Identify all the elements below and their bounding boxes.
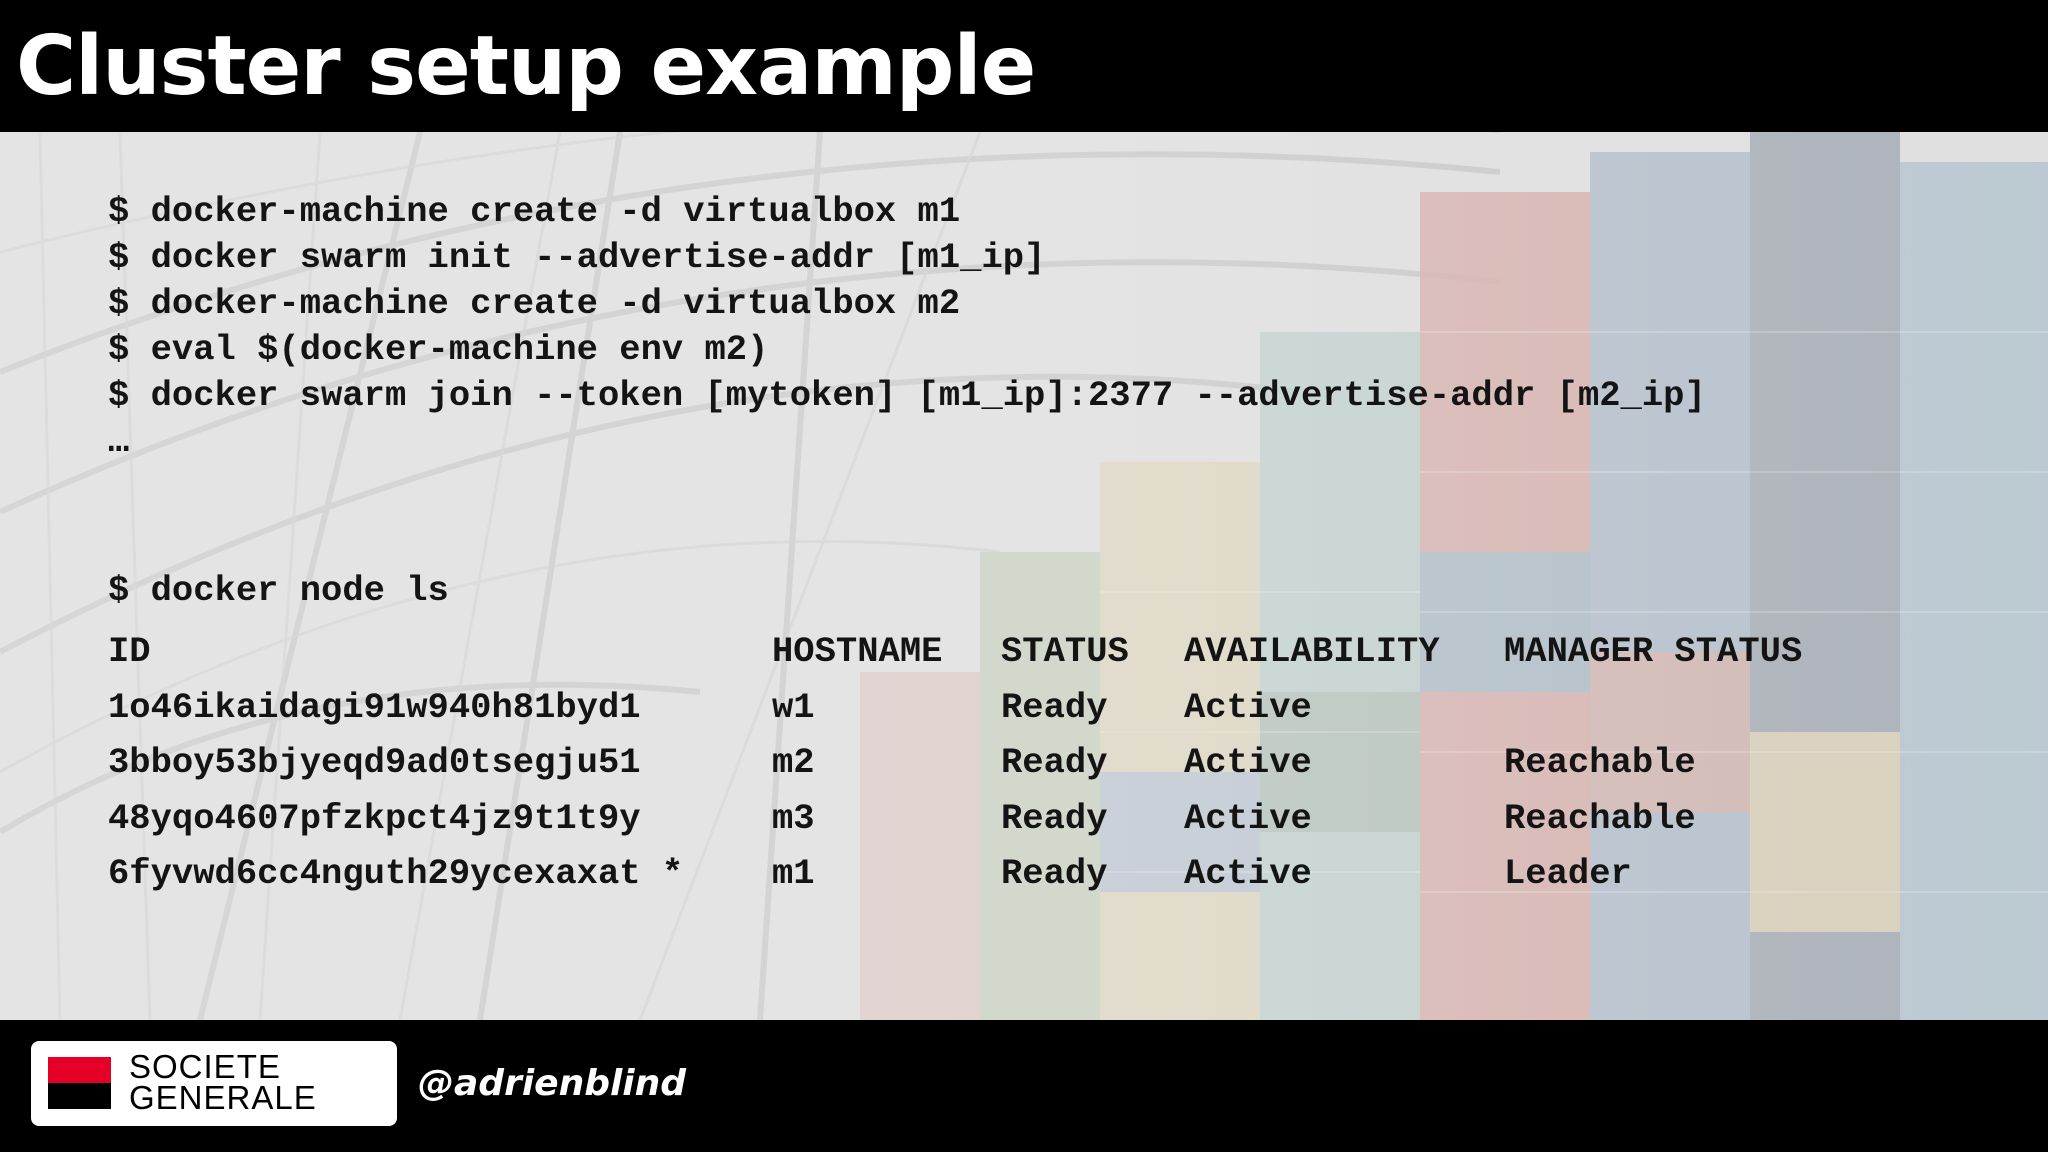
command-ellipsis: … [108, 421, 130, 462]
node-id: 48yqo4607pfzkpct4jz9t1t9y [108, 797, 641, 839]
node-table: ID HOSTNAME STATUS AVAILABILITY MANAGER … [108, 624, 1864, 902]
node-id: 6fyvwd6cc4nguth29ycexaxat * [108, 853, 684, 895]
table-row: 3bboy53bjyeqd9ad0tsegju51 m2 Ready Activ… [108, 735, 1864, 791]
node-manager-status: Leader [1504, 853, 1632, 895]
command-line: $ docker swarm init --advertise-addr [m1… [108, 237, 1046, 278]
node-availability: Active [1184, 742, 1312, 784]
node-status: Ready [1001, 742, 1108, 784]
node-hostname: m2 [772, 742, 815, 784]
command-line: $ eval $(docker-machine env m2) [108, 329, 769, 370]
node-availability: Active [1184, 686, 1312, 728]
twitter-handle: @adrienblind [418, 1063, 687, 1104]
node-table-header: ID HOSTNAME STATUS AVAILABILITY MANAGER … [108, 624, 1864, 680]
column-header-hostname: HOSTNAME [772, 631, 943, 673]
slide-content: $ docker-machine create -d virtualbox m1… [0, 132, 2048, 1020]
command-block: $ docker-machine create -d virtualbox m1… [108, 189, 1706, 465]
column-header-id: ID [108, 631, 151, 673]
node-hostname: m3 [772, 797, 815, 839]
column-header-availability: AVAILABILITY [1184, 631, 1440, 673]
column-header-manager-status: MANAGER STATUS [1504, 631, 1803, 673]
node-ls-command: $ docker node ls [108, 570, 449, 611]
node-hostname: m1 [772, 853, 815, 895]
node-manager-status: Reachable [1504, 797, 1696, 839]
logo-line-1: SOCIETE [129, 1048, 281, 1085]
logo-line-2: GENERALE [129, 1079, 317, 1116]
node-status: Ready [1001, 853, 1108, 895]
table-row: 48yqo4607pfzkpct4jz9t1t9y m3 Ready Activ… [108, 791, 1864, 847]
node-id: 3bboy53bjyeqd9ad0tsegju51 [108, 742, 641, 784]
logo-red-square [48, 1057, 111, 1083]
node-availability: Active [1184, 797, 1312, 839]
logo-black-square [48, 1083, 111, 1109]
command-line: $ docker-machine create -d virtualbox m2 [108, 283, 961, 324]
node-status: Ready [1001, 686, 1108, 728]
node-manager-status [1504, 680, 1864, 736]
slide-title: Cluster setup example [16, 19, 1036, 114]
footer-bar: SOCIETE GENERALE @adrienblind [0, 1020, 2048, 1152]
command-line: $ docker-machine create -d virtualbox m1 [108, 191, 961, 232]
node-manager-status: Reachable [1504, 742, 1696, 784]
table-row: 1o46ikaidagi91w940h81byd1 w1 Ready Activ… [108, 680, 1864, 736]
node-availability: Active [1184, 853, 1312, 895]
societe-generale-logo: SOCIETE GENERALE [31, 1041, 397, 1126]
table-row: 6fyvwd6cc4nguth29ycexaxat * m1 Ready Act… [108, 846, 1864, 902]
command-line: $ docker swarm join --token [mytoken] [m… [108, 375, 1706, 416]
node-status: Ready [1001, 797, 1108, 839]
title-bar: Cluster setup example [0, 0, 2048, 132]
logo-wordmark: SOCIETE GENERALE [129, 1048, 317, 1116]
background-wash [0, 132, 2048, 1020]
node-hostname: w1 [772, 686, 815, 728]
node-id: 1o46ikaidagi91w940h81byd1 [108, 686, 641, 728]
column-header-status: STATUS [1001, 631, 1129, 673]
